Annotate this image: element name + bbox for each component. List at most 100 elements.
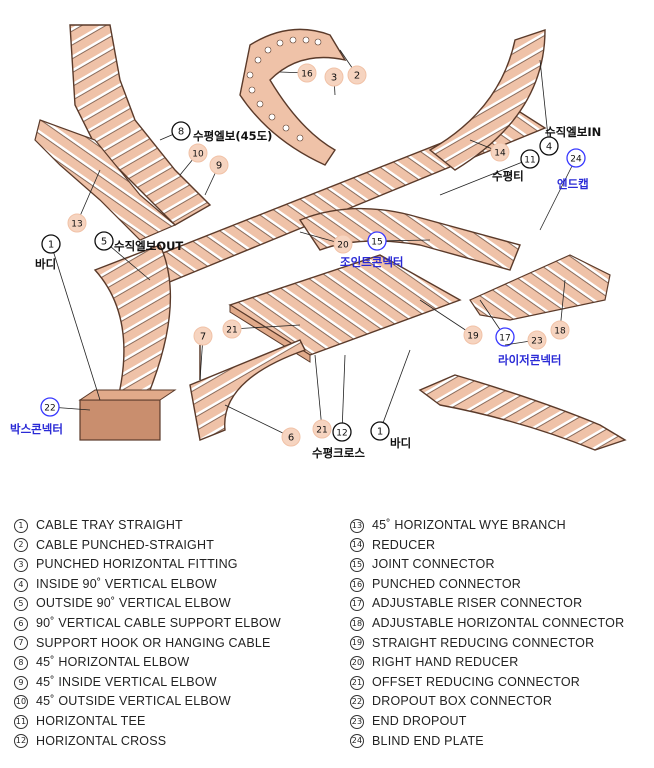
callout-leader-line: [539, 157, 577, 231]
legend-number: 21: [350, 675, 364, 690]
callout-number: 21: [316, 426, 327, 436]
callout-circle: [370, 421, 390, 441]
callout-number: 13: [71, 220, 82, 230]
callout-number: 8: [178, 127, 184, 138]
legend-number: 9: [14, 675, 28, 690]
legend-label: 45˚ HORIZONTAL WYE BRANCH: [372, 518, 566, 532]
legend-label: RIGHT HAND REDUCER: [372, 655, 519, 670]
legend-label: ADJUSTABLE HORIZONTAL CONNECTOR: [372, 615, 625, 630]
legend-number: 24: [350, 734, 364, 749]
callout-label: 수평엘보(45도): [193, 129, 272, 143]
callout-label: 라이저콘넥터: [498, 353, 561, 367]
callout-number: 21: [226, 326, 237, 336]
callout-circle: [333, 234, 353, 254]
callout-circle: [527, 330, 547, 350]
callout-circle: [222, 319, 242, 339]
callout-label: 엔드캡: [557, 177, 589, 191]
callout-leader-line: [379, 349, 411, 432]
legend-number: 4: [14, 577, 28, 592]
callout-number: 1: [48, 240, 54, 251]
callout-number: 22: [44, 404, 55, 414]
callout-circle: [94, 231, 114, 251]
callout-leader-line: [231, 324, 301, 330]
legend-label: BLIND END PLATE: [372, 733, 484, 748]
right-adjustable-tray: [469, 254, 611, 321]
tee-branch: [298, 207, 521, 271]
callout-number: 10: [192, 150, 204, 160]
callout-leader-line: [224, 404, 292, 438]
callout-label: 수평티: [492, 169, 524, 183]
legend-label: DROPOUT BOX CONNECTOR: [372, 694, 553, 709]
callout-circle: [41, 234, 61, 254]
callout-label: 수직엘보IN: [545, 125, 601, 139]
callout-circle: [324, 67, 344, 87]
legend-number: 7: [14, 636, 28, 651]
legend-number: 19: [350, 636, 364, 651]
callout-circle: [495, 327, 515, 347]
legend-item: 7 SUPPORT HOOK OR HANGING CABLE: [14, 634, 334, 654]
support-elbow: [189, 339, 306, 441]
callout-number: 24: [570, 155, 582, 165]
legend-number: 17: [350, 597, 364, 612]
legend-item: 3 PUNCHED HORIZONTAL FITTING: [14, 555, 334, 575]
callout-label: 조인트콘넥터: [340, 255, 403, 269]
legend-number: 16: [350, 577, 364, 592]
legend-item: 17 ADJUSTABLE RISER CONNECTOR: [350, 594, 650, 614]
vertical-elbow-in: [428, 29, 546, 171]
horizontal-cross: [228, 254, 462, 363]
callout-leader-line: [76, 169, 101, 224]
legend-label: PUNCHED HORIZONTAL FITTING: [36, 557, 238, 572]
callout-label: 수평크로스: [312, 446, 365, 460]
legend-label: ADJUSTABLE RISER CONNECTOR: [372, 596, 583, 611]
legend-number: 1: [14, 518, 28, 533]
legend-item: 24 BLIND END PLATE: [350, 732, 650, 752]
legend-label: STRAIGHT REDUCING CONNECTOR: [372, 635, 595, 650]
callout-number: 2: [354, 71, 360, 82]
callout-circle: [188, 143, 208, 163]
callout-circle: [490, 142, 510, 162]
callout-number: 14: [494, 149, 506, 159]
callout-circle: [367, 231, 387, 251]
callout-number: 5: [101, 237, 107, 248]
legend-number: 5: [14, 597, 28, 612]
callout-circle: [332, 422, 352, 442]
callout-leader-line: [341, 354, 346, 433]
legend-label: SUPPORT HOOK OR HANGING CABLE: [36, 635, 271, 650]
vertical-elbow-out: [78, 244, 177, 441]
legend-label: REDUCER: [372, 537, 436, 552]
callout-number: 12: [336, 429, 347, 439]
callout-leader-line: [439, 158, 531, 196]
callout-circle: [281, 427, 301, 447]
legend-number: 13: [350, 518, 364, 533]
legend-label: HORIZONTAL CROSS: [36, 733, 167, 748]
legend-label: HORIZONTAL TEE: [36, 713, 146, 728]
callout-label: 바디: [390, 436, 411, 450]
legend-number: 3: [14, 557, 28, 572]
callout-number: 20: [337, 241, 349, 251]
legend-number: 23: [350, 714, 364, 729]
legend-item: 14 REDUCER: [350, 536, 650, 556]
callout-number: 6: [288, 433, 294, 444]
callout-label: 박스콘넥터: [10, 422, 63, 436]
legend-number: 2: [14, 538, 28, 553]
legend-number: 14: [350, 538, 364, 553]
legend-label: 90˚ VERTICAL CABLE SUPPORT ELBOW: [36, 615, 281, 630]
legend-label: OFFSET REDUCING CONNECTOR: [372, 674, 581, 689]
callout-circle: [297, 63, 317, 83]
legend-item: 13 45˚ HORIZONTAL WYE BRANCH: [350, 516, 650, 536]
callout-circle: [40, 397, 60, 417]
